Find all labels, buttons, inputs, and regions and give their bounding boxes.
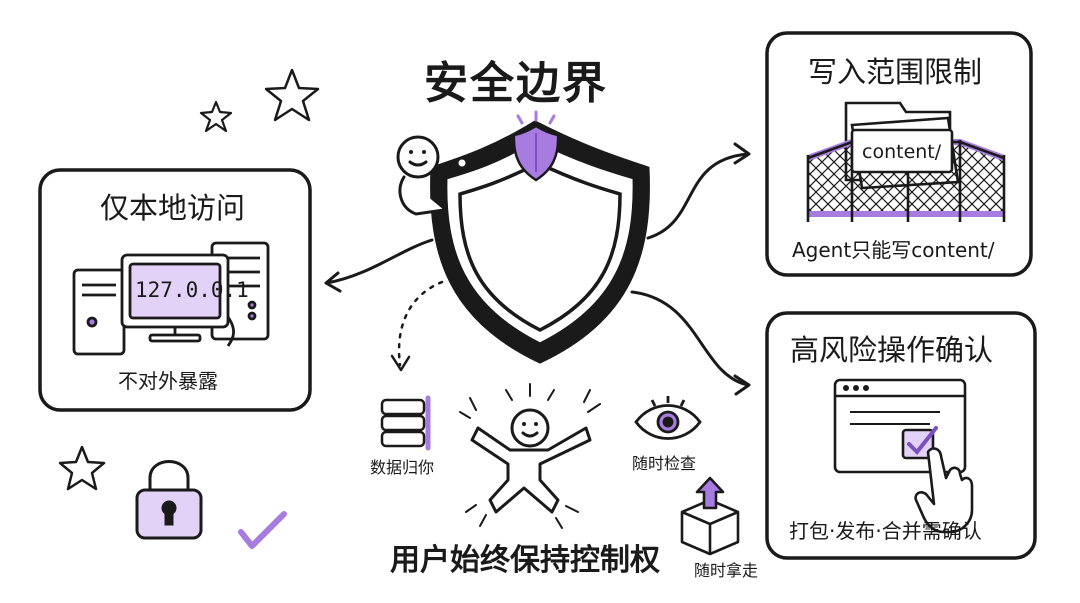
checkmark-icon: [238, 511, 287, 549]
data-ownership-label: 数据归你: [370, 458, 435, 477]
lock-icon: [135, 460, 203, 540]
star-icon: [264, 68, 320, 122]
write-scope-heading: 写入范围限制: [808, 55, 983, 89]
shield-icon: [430, 120, 650, 364]
risk-confirm-heading: 高风险操作确认: [790, 333, 994, 367]
risk-confirm-caption: 打包·发布·合并需确认: [789, 519, 982, 543]
eye-icon: [634, 396, 702, 440]
arrow-to-local: [324, 238, 434, 293]
fenced-folder: [806, 101, 1006, 222]
hand-cursor-icon: [914, 447, 974, 534]
star-icon: [58, 445, 106, 491]
browser-window-icon: [833, 378, 967, 474]
card-risk-confirm: [765, 311, 1037, 560]
purple-shield-icon: [512, 110, 560, 182]
card-local-access: [38, 168, 312, 412]
folder-label: content/: [862, 141, 942, 163]
star-icon: [199, 100, 233, 133]
arrow-to-write-scope: [646, 142, 751, 240]
celebrating-figure: [459, 383, 601, 529]
card-write-scope: [765, 31, 1033, 277]
arrow-to-risk-confirm: [630, 290, 751, 396]
local-ip-text: 127.0.0.1: [135, 278, 249, 302]
database-stack-icon: [380, 395, 431, 451]
inspect-label: 随时检查: [632, 454, 697, 473]
peeking-figure: [396, 135, 469, 216]
takeaway-label: 随时拿走: [694, 561, 759, 580]
page-title: 安全边界: [424, 58, 608, 109]
computer-icon: [72, 241, 270, 356]
takeaway-box-icon: [680, 476, 740, 556]
dotted-arrow: [390, 280, 444, 372]
local-access-heading: 仅本地访问: [100, 191, 246, 225]
local-access-caption: 不对外暴露: [118, 369, 218, 393]
user-control-headline: 用户始终保持控制权: [390, 543, 660, 578]
write-scope-caption: Agent只能写content/: [792, 238, 995, 262]
